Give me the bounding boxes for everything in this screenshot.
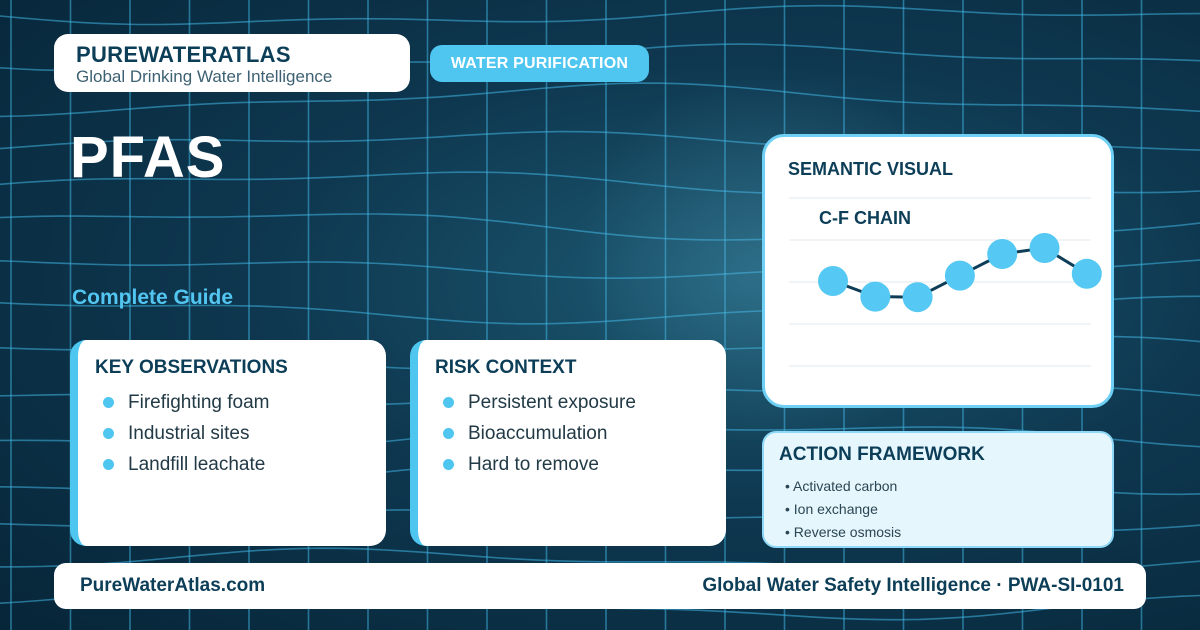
chain-atom-node (944, 260, 975, 291)
risk-context-card: RISK CONTEXT Persistent exposure Bioaccu… (410, 340, 726, 546)
bullet-dot-icon (443, 428, 454, 439)
risk-context-list: Persistent exposure Bioaccumulation Hard… (435, 387, 706, 480)
cf-chain-label: C-F CHAIN (819, 208, 911, 228)
list-item-label: Industrial sites (128, 423, 250, 444)
cf-chain-diagram: C-F CHAIN (789, 197, 1102, 367)
bullet-dot-icon (443, 397, 454, 408)
action-framework-card: ACTION FRAMEWORK • Activated carbon • Io… (762, 431, 1114, 548)
list-item-label: Hard to remove (468, 454, 599, 475)
list-item: Landfill leachate (95, 449, 366, 480)
page-title: PFAS (70, 125, 226, 190)
list-item: Firefighting foam (95, 387, 366, 418)
list-item-label: Landfill leachate (128, 454, 266, 475)
page-subtitle: Complete Guide (72, 286, 234, 309)
action-framework-list: • Activated carbon • Ion exchange • Reve… (779, 475, 1112, 544)
list-item: Industrial sites (95, 418, 366, 449)
footer-tagline: Global Water Safety Intelligence · PWA-S… (702, 575, 1124, 596)
brand-name: PUREWATERATLAS (76, 42, 291, 67)
bullet-dot-icon (103, 397, 114, 408)
grid-line-horizontal (0, 82, 1200, 118)
chain-atom-node (987, 239, 1018, 269)
action-framework-title: ACTION FRAMEWORK (779, 444, 985, 465)
list-item: • Reverse osmosis (785, 524, 902, 540)
brand-card[interactable]: PUREWATERATLAS Global Drinking Water Int… (54, 34, 410, 92)
key-observations-list: Firefighting foam Industrial sites Landf… (95, 387, 366, 480)
bullet-dot-icon (103, 459, 114, 470)
brand-tagline: Global Drinking Water Intelligence (76, 67, 333, 86)
risk-context-title: RISK CONTEXT (435, 357, 577, 378)
footer-site-link[interactable]: PureWaterAtlas.com (80, 575, 266, 596)
semantic-visual-card: SEMANTIC VISUAL C-F CHAIN (762, 134, 1114, 408)
chain-atom-node (818, 266, 848, 296)
list-item: • Ion exchange (785, 501, 878, 517)
chain-atom-node (860, 281, 891, 312)
list-item-label: Firefighting foam (128, 392, 270, 413)
semantic-visual-title: SEMANTIC VISUAL (788, 159, 954, 179)
chain-atom-node (1029, 233, 1060, 263)
list-item-label: Persistent exposure (468, 392, 636, 413)
key-observations-title: KEY OBSERVATIONS (95, 357, 288, 378)
list-item: Bioaccumulation (435, 418, 706, 449)
bullet-dot-icon (103, 428, 114, 439)
list-item: Persistent exposure (435, 387, 706, 418)
bullet-dot-icon (443, 459, 454, 470)
grid-line-horizontal (0, 4, 1200, 26)
chain-atom-node (1071, 258, 1102, 289)
key-observations-card: KEY OBSERVATIONS Firefighting foam Indus… (70, 340, 386, 546)
list-item: Hard to remove (435, 449, 706, 480)
footer-bar: PureWaterAtlas.com Global Water Safety I… (54, 563, 1146, 609)
list-item: • Activated carbon (785, 478, 898, 494)
category-pill[interactable]: WATER PURIFICATION (430, 45, 649, 82)
chain-atom-node (902, 282, 933, 313)
list-item-label: Bioaccumulation (468, 423, 608, 444)
